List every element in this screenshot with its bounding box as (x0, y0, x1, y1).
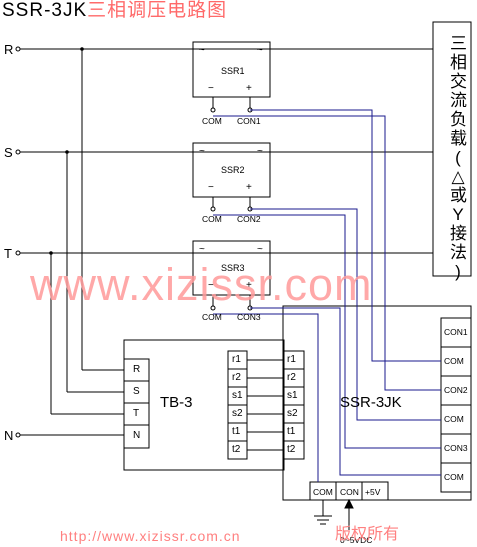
ssr1-name: SSR1 (221, 66, 245, 76)
ssr1-plus: + (246, 83, 252, 94)
footer-url: http://www.xizissr.com.cn (60, 528, 241, 544)
load-char: 交 (450, 72, 467, 91)
ctrl-out-com3: COM (444, 472, 464, 482)
ssr3-name: SSR3 (221, 263, 245, 273)
tb3-input-r: R (133, 364, 141, 375)
page-title: SSR-3JK三相调压电路图 (2, 1, 227, 20)
ctrl-bottom-5v: +5V (365, 487, 381, 497)
ssr2-minus: − (208, 182, 214, 193)
phase-s-label: S (4, 145, 13, 160)
tb3-out-s1: s1 (232, 390, 243, 401)
ctrl-in-r1: r1 (287, 354, 296, 365)
tb3-out-t1: t1 (232, 426, 241, 437)
load-char: △ (451, 167, 465, 186)
ctrl-bottom-con: CON (340, 487, 359, 497)
ctrl-bottom-com: COM (313, 487, 333, 497)
ssr2-ac-right: ~ (257, 146, 263, 157)
ssr3-plus: + (246, 280, 252, 291)
ssr2-ac-left: ~ (199, 146, 205, 157)
load-label: 三 相 交 流 负 载 ( △ 或 Y 接 法 ) (450, 34, 467, 281)
ctrl-out-con3: CON3 (444, 443, 468, 453)
ssr3-minus: − (208, 280, 214, 291)
load-char: 接 (450, 224, 467, 243)
load-char: 三 (450, 34, 467, 53)
ctrl-out-com1: COM (444, 356, 464, 366)
title-text: 三相调压电路图 (87, 0, 228, 21)
phase-r-label: R (4, 42, 14, 57)
ssr1-ac-left: ~ (199, 45, 205, 56)
tb3-out-s2: s2 (232, 408, 243, 419)
ssr2-com: COM (202, 214, 222, 224)
phase-t-label: T (4, 246, 12, 261)
ctrl-in-t1: t1 (287, 426, 296, 437)
ssr2-plus: + (246, 182, 252, 193)
ctrl-in-s2: s2 (287, 408, 298, 419)
ssr3-con: CON3 (237, 312, 261, 322)
controller-name: SSR-3JK (340, 394, 402, 411)
tb3-input-n: N (133, 430, 141, 441)
load-char: 载 (450, 129, 467, 148)
ssr2-con: CON2 (237, 214, 261, 224)
ssr2-name: SSR2 (221, 165, 245, 175)
ctrl-in-s1: s1 (287, 390, 298, 401)
ssr1-com: COM (202, 116, 222, 126)
load-char: 负 (450, 110, 467, 129)
title-model: SSR-3JK (2, 0, 88, 21)
ctrl-in-r2: r2 (287, 372, 296, 383)
ssr3-ac-right: ~ (257, 244, 263, 255)
tb3-out-r2: r2 (232, 372, 241, 383)
signal-label: 0~5VDC (340, 535, 373, 545)
tb3-out-r1: r1 (232, 354, 241, 365)
phase-n-label: N (4, 428, 14, 443)
ssr1-minus: − (208, 83, 214, 94)
footer-rights: 版权所有 (335, 526, 400, 543)
ssr1-ac-right: ~ (257, 45, 263, 56)
ssr3-com: COM (202, 312, 222, 322)
load-char: 相 (450, 53, 467, 72)
ctrl-out-con2: CON2 (444, 385, 468, 395)
tb3-input-s: S (133, 386, 140, 397)
ssr3-ac-left: ~ (199, 244, 205, 255)
load-char: 法 (450, 243, 467, 262)
load-char: ) (455, 262, 461, 281)
load-char: ( (455, 148, 461, 167)
watermark: www.xizissr.com (30, 259, 373, 310)
ssr1-con: CON1 (237, 116, 261, 126)
ctrl-out-con1: CON1 (444, 327, 468, 337)
load-char: 或 (450, 186, 467, 205)
tb3-out-t2: t2 (232, 444, 241, 455)
ctrl-out-com2: COM (444, 414, 464, 424)
tb3-input-t: T (133, 408, 140, 419)
load-char: Y (452, 205, 464, 224)
ctrl-in-t2: t2 (287, 444, 296, 455)
tb3-name: TB-3 (160, 394, 193, 411)
load-char: 流 (450, 91, 467, 110)
